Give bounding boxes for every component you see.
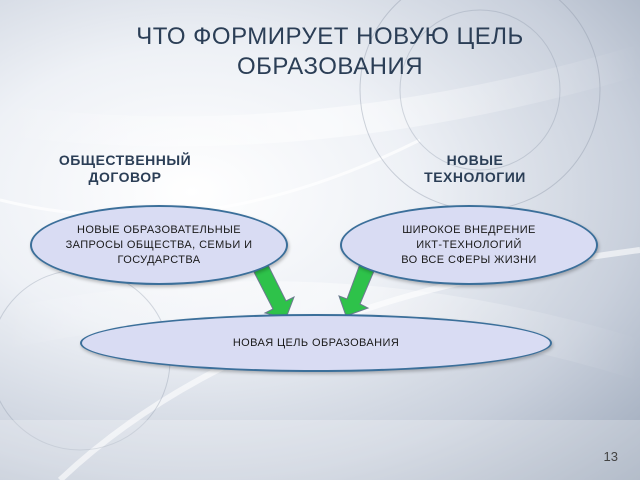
left-arrow bbox=[253, 264, 295, 319]
left-heading-line-1: ОБЩЕСТВЕННЫЙ bbox=[58, 152, 192, 168]
left-oval-line-2: ЗАПРОСЫ ОБЩЕСТВА, СЕМЬИ И bbox=[65, 238, 253, 251]
right-oval-line-1: ШИРОКОЕ ВНЕДРЕНИЕ bbox=[402, 223, 536, 236]
left-heading-line-2: ДОГОВОР bbox=[88, 169, 162, 185]
right-heading: НОВЫЕ ТЕХНОЛОГИИ bbox=[400, 152, 550, 186]
right-oval: ШИРОКОЕ ВНЕДРЕНИЕ ИКТ-ТЕХНОЛОГИЙ ВО ВСЕ … bbox=[340, 205, 598, 285]
right-oval-text: ШИРОКОЕ ВНЕДРЕНИЕ ИКТ-ТЕХНОЛОГИЙ ВО ВСЕ … bbox=[401, 223, 536, 268]
right-heading-line-1: НОВЫЕ bbox=[446, 152, 504, 168]
right-oval-line-3: ВО ВСЕ СФЕРЫ ЖИЗНИ bbox=[401, 253, 537, 266]
right-oval-line-2: ИКТ-ТЕХНОЛОГИЙ bbox=[416, 238, 522, 251]
left-oval-text: НОВЫЕ ОБРАЗОВАТЕЛЬНЫЕ ЗАПРОСЫ ОБЩЕСТВА, … bbox=[66, 223, 253, 268]
page-number: 13 bbox=[603, 449, 618, 464]
left-heading: ОБЩЕСТВЕННЫЙ ДОГОВОР bbox=[40, 152, 210, 186]
title-line-2: ОБРАЗОВАНИЯ bbox=[236, 53, 424, 80]
bottom-oval: НОВАЯ ЦЕЛЬ ОБРАЗОВАНИЯ bbox=[80, 314, 552, 372]
left-oval-line-1: НОВЫЕ ОБРАЗОВАТЕЛЬНЫЕ bbox=[76, 223, 241, 236]
bottom-oval-label: НОВАЯ ЦЕЛЬ ОБРАЗОВАНИЯ bbox=[232, 336, 400, 349]
slide-title: ЧТО ФОРМИРУЕТ НОВУЮ ЦЕЛЬ ОБРАЗОВАНИЯ bbox=[60, 22, 600, 82]
title-line-1: ЧТО ФОРМИРУЕТ НОВУЮ ЦЕЛЬ bbox=[136, 23, 524, 50]
right-arrow bbox=[338, 263, 375, 317]
right-heading-line-2: ТЕХНОЛОГИИ bbox=[424, 169, 526, 185]
left-oval: НОВЫЕ ОБРАЗОВАТЕЛЬНЫЕ ЗАПРОСЫ ОБЩЕСТВА, … bbox=[30, 205, 288, 285]
left-oval-line-3: ГОСУДАРСТВА bbox=[117, 253, 201, 266]
